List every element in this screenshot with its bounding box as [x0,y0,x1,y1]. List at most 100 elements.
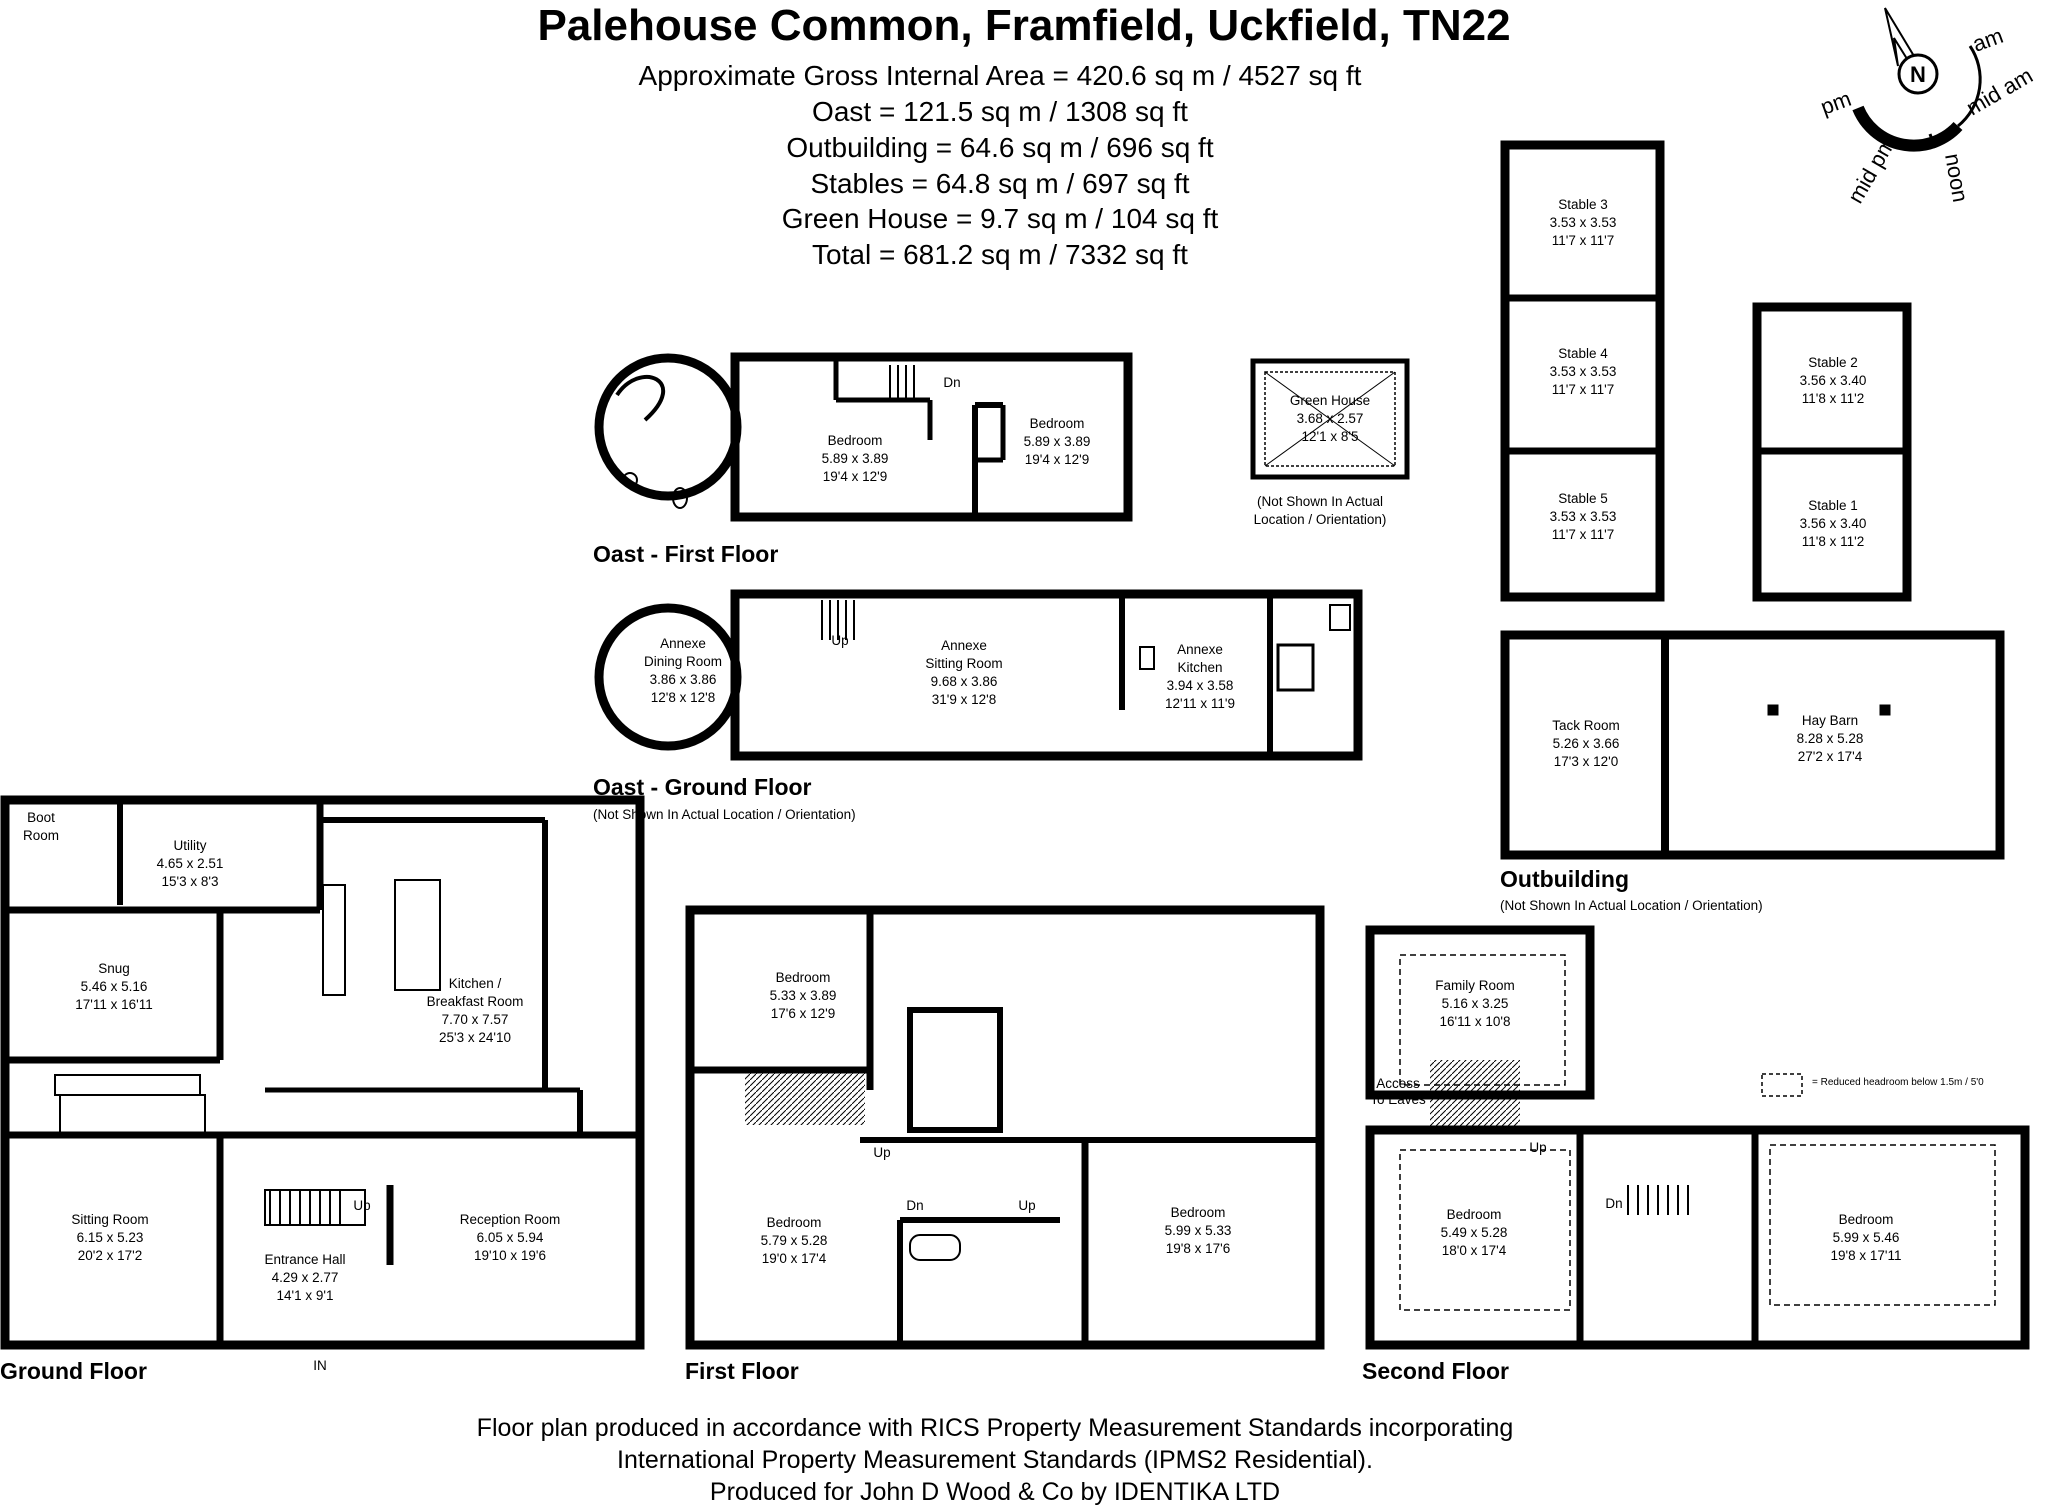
floor-label-first: First Floor [685,1358,799,1384]
sf-stair-up: Up [1529,1140,1546,1155]
compass-icon: N am mid am noon mid pm pm [1817,7,2037,208]
stable-5-name: Stable 5 [1558,491,1608,506]
annexe-kitchen-line-1: Annexe [1177,642,1223,657]
annexe-kitchen-metric: 3.94 x 3.58 [1167,678,1234,693]
floor-label-ground: Ground Floor [0,1358,147,1384]
floor-label-oast-ground: Oast - Ground Floor [593,774,812,800]
green-house-name: Green House [1290,393,1370,408]
footer-line-3: Produced for John D Wood & Co by IDENTIK… [709,1478,1281,1506]
hay-barn-imperial: 27'2 x 17'4 [1798,749,1863,764]
family-room-imperial: 16'11 x 10'8 [1440,1014,1511,1029]
stable-4-metric: 3.53 x 3.53 [1550,364,1617,379]
snug-name: Snug [98,961,130,976]
kitchen-imperial: 25'3 x 24'10 [439,1030,511,1045]
access-eaves-line-1: Access [1376,1076,1420,1091]
compass-mid-pm: mid pm [1843,133,1901,208]
stable-3-imperial: 11'7 x 11'7 [1552,233,1614,248]
stable-2-imperial: 11'8 x 11'2 [1802,391,1864,406]
ff-bedroom-1-name: Bedroom [776,970,831,985]
tack-room-imperial: 17'3 x 12'0 [1554,754,1618,769]
ff-stair-up-1: Up [873,1145,890,1160]
sf-bedroom-2-name: Bedroom [1839,1212,1894,1227]
annexe-kitchen-line-2: Kitchen [1177,660,1222,675]
page-title: Palehouse Common, Framfield, Uckfield, T… [537,1,1511,50]
annexe-dining-metric: 3.86 x 3.86 [650,672,717,687]
boot-room-line-1: Boot [27,810,55,825]
ff-bedroom-3-imperial: 19'8 x 17'6 [1166,1241,1230,1256]
green-house-imperial: 12'1 x 8'5 [1302,429,1359,444]
sitting-room-name: Sitting Room [71,1212,148,1227]
green-house-metric: 3.68 x 2.57 [1297,411,1364,426]
stable-3-metric: 3.53 x 3.53 [1550,215,1617,230]
compass-pm: pm [1817,86,1854,120]
access-eaves-line-2: To Eaves [1370,1092,1426,1107]
ff-bedroom-3-name: Bedroom [1171,1205,1226,1220]
ff-bedroom-1-imperial: 17'6 x 12'9 [771,1006,835,1021]
ff-stair-dn: Dn [906,1198,923,1213]
kitchen-metric: 7.70 x 7.57 [442,1012,509,1027]
compass-mid-am: mid am [1962,63,2037,121]
first-floor-plan [685,905,1325,1350]
note-outbuilding: (Not Shown In Actual Location / Orientat… [1500,898,1763,913]
sf-bedroom-2-imperial: 19'8 x 17'11 [1831,1248,1902,1263]
area-total: Total = 681.2 sq m / 7332 sq ft [812,239,1188,270]
floor-label-second: Second Floor [1362,1358,1509,1384]
ff-bedroom-1-metric: 5.33 x 3.89 [770,988,837,1003]
hay-barn-metric: 8.28 x 5.28 [1797,731,1864,746]
second-floor-plan [1365,925,2030,1350]
utility-metric: 4.65 x 2.51 [157,856,224,871]
sitting-room-metric: 6.15 x 5.23 [77,1230,144,1245]
oast-first-floor-plan [594,352,1133,522]
stable-1-imperial: 11'8 x 11'2 [1802,534,1864,549]
area-stables: Stables = 64.8 sq m / 697 sq ft [810,168,1190,199]
stable-3-name: Stable 3 [1558,197,1608,212]
compass-n: N [1910,62,1926,87]
annexe-kitchen-imperial: 12'11 x 11'9 [1165,696,1235,711]
stable-5-metric: 3.53 x 3.53 [1550,509,1617,524]
entrance-hall-metric: 4.29 x 2.77 [272,1270,339,1285]
stable-5-imperial: 11'7 x 11'7 [1552,527,1614,542]
oast-gf-stair-up: Up [831,633,848,648]
floor-label-outbuilding: Outbuilding [1500,866,1630,892]
sf-bedroom-1-name: Bedroom [1447,1207,1502,1222]
footer-line-1: Floor plan produced in accordance with R… [476,1414,1514,1442]
snug-metric: 5.46 x 5.16 [81,979,148,994]
area-green-house: Green House = 9.7 sq m / 104 sq ft [781,203,1219,234]
oast-ff-bedroom-1-metric: 5.89 x 3.89 [822,451,889,466]
utility-imperial: 15'3 x 8'3 [162,874,219,889]
kitchen-line-2: Breakfast Room [427,994,524,1009]
annexe-dining-imperial: 12'8 x 12'8 [651,690,715,705]
ff-bedroom-2-imperial: 19'0 x 17'4 [762,1251,827,1266]
oast-ff-bedroom-2-metric: 5.89 x 3.89 [1024,434,1091,449]
reception-room-metric: 6.05 x 5.94 [477,1230,544,1245]
stable-1-metric: 3.56 x 3.40 [1800,516,1867,531]
annexe-dining-line-2: Dining Room [644,654,722,669]
area-gross-internal: Approximate Gross Internal Area = 420.6 … [638,60,1362,91]
outbuilding-plan [1500,630,2005,860]
oast-ff-stair-dn: Dn [943,375,960,390]
oast-ff-bedroom-2-imperial: 19'4 x 12'9 [1025,452,1089,467]
family-room-name: Family Room [1435,978,1515,993]
sitting-room-imperial: 20'2 x 17'2 [78,1248,142,1263]
gf-stair-up: Up [353,1198,370,1213]
boot-room-line-2: Room [23,828,59,843]
annexe-sitting-metric: 9.68 x 3.86 [931,674,998,689]
annexe-sitting-line-2: Sitting Room [925,656,1002,671]
annexe-sitting-line-1: Annexe [941,638,987,653]
oast-ground-floor-plan [594,589,1363,761]
oast-ff-bedroom-1-name: Bedroom [828,433,883,448]
sf-bedroom-1-metric: 5.49 x 5.28 [1441,1225,1508,1240]
oast-ff-bedroom-1-imperial: 19'4 x 12'9 [823,469,887,484]
oast-ff-bedroom-2-name: Bedroom [1030,416,1085,431]
stable-4-name: Stable 4 [1558,346,1608,361]
utility-name: Utility [174,838,207,853]
snug-imperial: 17'11 x 16'11 [75,997,152,1012]
entrance-hall-imperial: 14'1 x 9'1 [277,1288,334,1303]
area-outbuilding: Outbuilding = 64.6 sq m / 696 sq ft [786,132,1214,163]
ff-bedroom-2-name: Bedroom [767,1215,822,1230]
ground-floor-plan [0,795,645,1350]
sf-bedroom-1-imperial: 18'0 x 17'4 [1442,1243,1507,1258]
stables-plan [1500,140,1912,602]
